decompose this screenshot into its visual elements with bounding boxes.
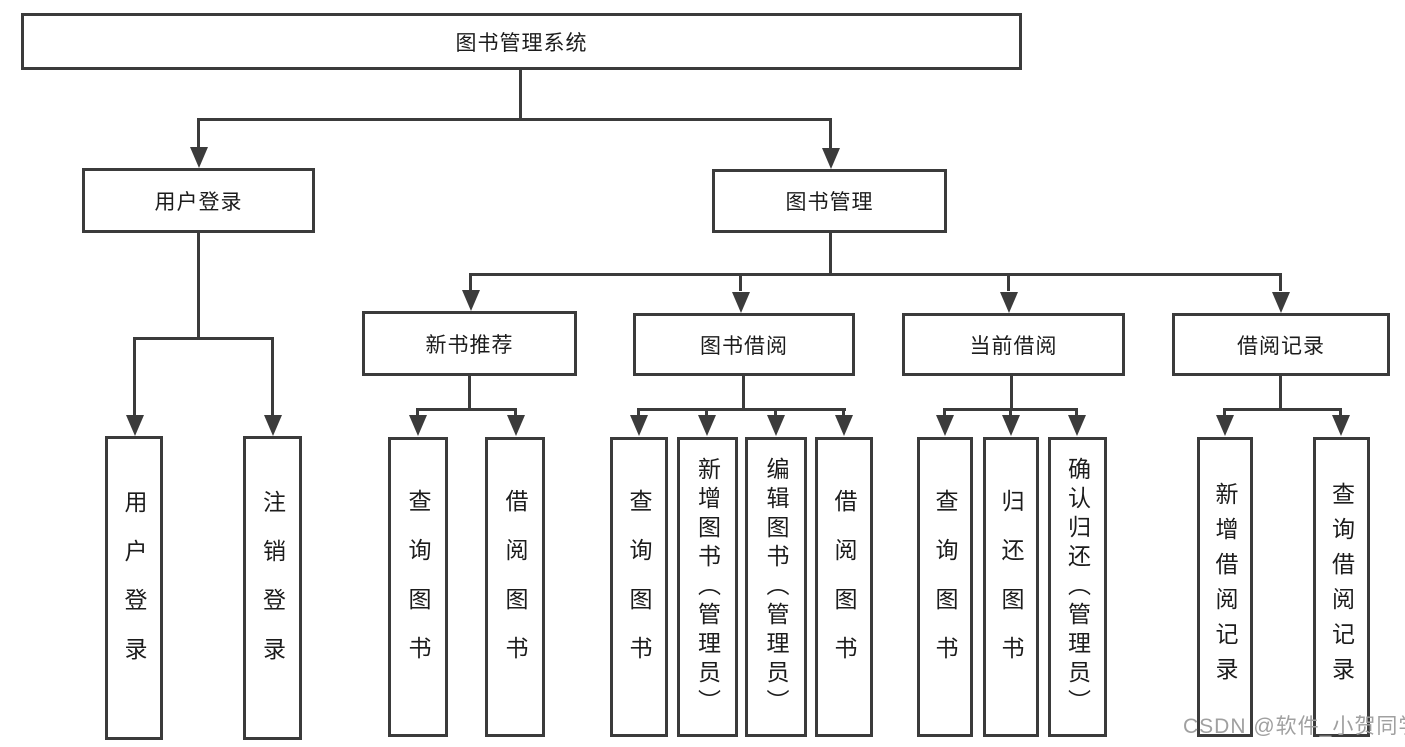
connector-line xyxy=(1010,376,1013,411)
arrow-down-icon xyxy=(822,148,840,169)
connector-line xyxy=(416,408,419,417)
node-library-management-system: 图书管理系统 xyxy=(21,13,1022,70)
arrow-down-icon xyxy=(507,415,525,436)
leaf-add-books-admin: 新增图书（管理员） xyxy=(677,437,738,737)
leaf-query-borrow-record: 查询借阅记录 xyxy=(1313,437,1370,737)
arrow-down-icon xyxy=(1002,415,1020,436)
connector-line xyxy=(1223,408,1226,417)
arrow-down-icon xyxy=(1068,415,1086,436)
arrow-down-icon xyxy=(190,147,208,168)
connector-line xyxy=(637,408,640,417)
leaf-confirm-return-admin: 确认归还（管理员） xyxy=(1048,437,1107,737)
arrow-down-icon xyxy=(835,415,853,436)
leaf-edit-books-admin: 编辑图书（管理员） xyxy=(745,437,807,737)
arrow-down-icon xyxy=(409,415,427,436)
connector-line xyxy=(842,408,845,417)
connector-line xyxy=(197,118,832,121)
leaf-query-books-borrowing: 查询图书 xyxy=(610,437,668,737)
leaf-add-borrow-record: 新增借阅记录 xyxy=(1197,437,1253,737)
arrow-down-icon xyxy=(1216,415,1234,436)
connector-line xyxy=(514,408,517,417)
connector-line xyxy=(1279,376,1282,411)
arrow-down-icon xyxy=(732,292,750,313)
arrow-down-icon xyxy=(630,415,648,436)
arrow-down-icon xyxy=(264,415,282,436)
arrow-down-icon xyxy=(126,415,144,436)
connector-line xyxy=(133,337,136,417)
connector-line xyxy=(1223,408,1342,411)
leaf-return-books: 归还图书 xyxy=(983,437,1039,737)
connector-line xyxy=(742,376,745,411)
connector-line xyxy=(1279,273,1282,291)
connector-line xyxy=(774,408,777,417)
arrow-down-icon xyxy=(767,415,785,436)
connector-line xyxy=(1075,408,1078,417)
connector-line xyxy=(197,233,200,340)
connector-line xyxy=(739,273,742,291)
connector-line xyxy=(1009,408,1012,417)
node-new-book-recommend: 新书推荐 xyxy=(362,311,577,376)
arrow-down-icon xyxy=(936,415,954,436)
arrow-down-icon xyxy=(698,415,716,436)
node-borrowing-records: 借阅记录 xyxy=(1172,313,1390,376)
leaf-borrow-books-recommend: 借阅图书 xyxy=(485,437,545,737)
connector-line xyxy=(469,273,472,291)
connector-line xyxy=(133,337,274,340)
arrow-down-icon xyxy=(462,290,480,311)
node-current-borrowing: 当前借阅 xyxy=(902,313,1125,376)
connector-line xyxy=(519,70,522,120)
node-user-login-module: 用户登录 xyxy=(82,168,315,233)
connector-line xyxy=(468,376,471,411)
connector-line xyxy=(637,408,846,411)
connector-line xyxy=(469,273,1282,276)
connector-line xyxy=(943,408,946,417)
connector-line xyxy=(1339,408,1342,417)
node-book-borrowing: 图书借阅 xyxy=(633,313,855,376)
connector-line xyxy=(1007,273,1010,291)
arrow-down-icon xyxy=(1332,415,1350,436)
connector-line xyxy=(416,408,517,411)
leaf-query-books-current: 查询图书 xyxy=(917,437,973,737)
connector-line xyxy=(271,337,274,417)
connector-line xyxy=(829,118,832,149)
leaf-query-books-recommend: 查询图书 xyxy=(388,437,448,737)
leaf-user-login: 用户登录 xyxy=(105,436,163,740)
leaf-borrow-books-borrowing: 借阅图书 xyxy=(815,437,873,737)
node-book-management-module: 图书管理 xyxy=(712,169,947,233)
arrow-down-icon xyxy=(1272,292,1290,313)
leaf-logout: 注销登录 xyxy=(243,436,302,740)
connector-line xyxy=(197,118,200,149)
connector-line xyxy=(705,408,708,417)
connector-line xyxy=(829,233,832,276)
arrow-down-icon xyxy=(1000,292,1018,313)
csdn-watermark: CSDN @软件_小贺同学 xyxy=(1183,715,1405,738)
